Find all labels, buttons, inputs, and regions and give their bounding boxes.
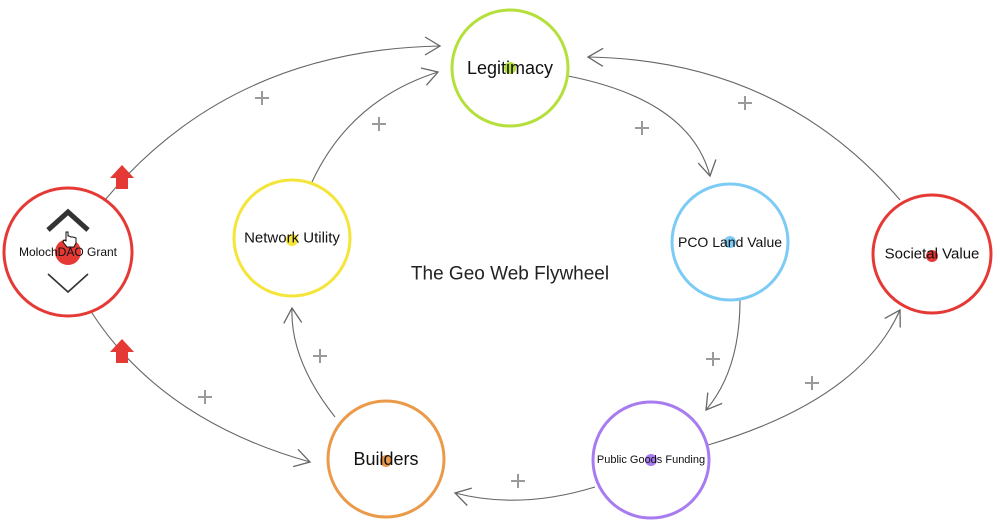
edge-line	[454, 486, 596, 501]
edge-line	[291, 307, 336, 418]
diagram-title: The Geo Web Flywheel	[411, 264, 609, 285]
edge-builders-to-network-utility	[283, 306, 336, 418]
arrowhead-icon	[705, 392, 723, 412]
hand-cursor-icon	[62, 231, 77, 248]
edge-pco-land-value-to-public-goods-funding	[705, 299, 741, 412]
arrowhead-icon	[420, 67, 440, 86]
arrowhead-icon	[586, 47, 604, 67]
node-pco-land-value[interactable]: PCO Land Value	[670, 182, 790, 302]
edge-public-goods-funding-to-builders	[453, 474, 596, 506]
node-network-utility[interactable]: Network Utility	[232, 178, 352, 298]
edge-molochdao-grant-to-builders	[89, 309, 312, 468]
node-indicator-dot	[504, 62, 516, 74]
node-indicator-dot	[926, 250, 938, 262]
node-label: Network Utility	[244, 230, 340, 247]
node-indicator-dot	[645, 454, 657, 466]
arrowhead-icon	[283, 306, 303, 324]
node-label: Public Goods Funding	[597, 454, 705, 466]
plus-icon	[635, 121, 649, 135]
node-molochdao-grant[interactable]: MolochDAO Grant	[2, 186, 134, 318]
node-builders[interactable]: Builders	[326, 399, 446, 519]
edge-societal-value-to-legitimacy	[586, 47, 901, 201]
boost-arrow-up-icon	[110, 165, 134, 189]
node-indicator-dot	[724, 236, 736, 248]
node-public-goods-funding[interactable]: Public Goods Funding	[591, 400, 711, 520]
edge-line	[104, 45, 441, 201]
arrowhead-icon	[292, 448, 312, 468]
node-label: Builders	[353, 449, 418, 469]
arrowhead-icon	[884, 308, 901, 328]
node-indicator-dot	[286, 234, 298, 246]
plus-icon	[511, 474, 525, 488]
plus-icon	[706, 352, 720, 366]
edge-line	[567, 75, 711, 177]
plus-icon	[198, 390, 212, 404]
arrowhead-icon	[424, 36, 442, 56]
edge-line	[707, 309, 901, 446]
node-label: Societal Value	[885, 246, 980, 263]
plus-icon	[255, 91, 269, 105]
edge-network-utility-to-legitimacy	[311, 67, 440, 183]
edge-line	[89, 309, 311, 463]
plus-icon	[738, 96, 752, 110]
arrowhead-icon	[453, 487, 472, 506]
edge-public-goods-funding-to-societal-value	[707, 308, 901, 446]
edges-layer	[89, 36, 901, 506]
node-label: Legitimacy	[467, 58, 553, 78]
edge-molochdao-grant-to-legitimacy	[104, 36, 442, 201]
node-indicator-dot	[380, 455, 392, 467]
overlay-layer	[110, 165, 134, 363]
plus-icon	[372, 117, 386, 131]
node-label: PCO Land Value	[678, 234, 782, 250]
edge-line	[311, 71, 439, 183]
node-societal-value[interactable]: Societal Value	[871, 193, 993, 315]
chevron-up-icon[interactable]	[46, 208, 90, 232]
chevron-down-icon[interactable]	[47, 273, 89, 294]
edge-line	[587, 56, 901, 201]
increase-button[interactable]	[46, 208, 90, 232]
boost-arrow-up-icon	[110, 339, 134, 363]
edge-line	[705, 299, 741, 411]
arrowhead-icon	[697, 159, 717, 178]
plus-icon	[313, 349, 327, 363]
decrease-button[interactable]	[47, 273, 89, 294]
node-label: MolochDAO Grant	[19, 245, 118, 259]
node-legitimacy[interactable]: Legitimacy	[450, 8, 570, 128]
plus-icon	[805, 376, 819, 390]
edge-legitimacy-to-pco-land-value	[567, 75, 717, 178]
